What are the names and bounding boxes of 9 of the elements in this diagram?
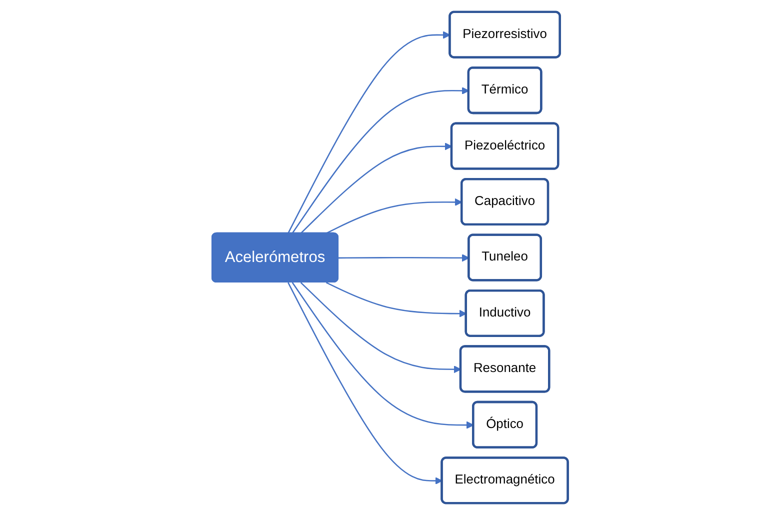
arrow [326,198,462,234]
arrow [292,282,474,429]
arrow [300,142,452,234]
arrow [292,86,470,234]
arrow [288,31,451,234]
arrow [326,282,467,318]
arrow [288,282,443,485]
arrow [338,254,470,262]
arrow [300,282,462,374]
